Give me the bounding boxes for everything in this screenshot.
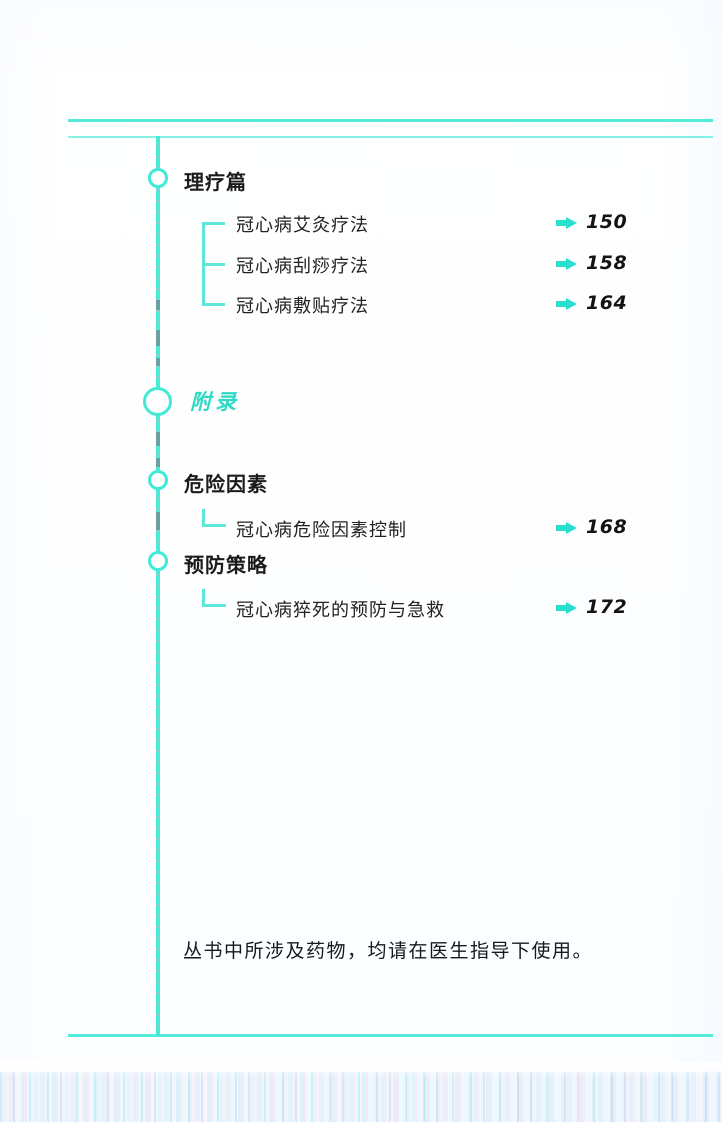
section-title-3: 预防策略: [184, 553, 268, 577]
spine-blot: [156, 512, 160, 530]
toc-entry-page: 150: [586, 211, 628, 233]
toc-entry-label[interactable]: 冠心病刮痧疗法: [236, 256, 369, 277]
toc-entry-label[interactable]: 冠心病危险因素控制: [236, 520, 407, 541]
right-arrow-icon: [556, 298, 578, 310]
spine-blot: [156, 432, 160, 446]
right-arrow-icon: [556, 522, 578, 534]
section-node-3[interactable]: [148, 551, 168, 571]
spine-blot: [156, 330, 160, 346]
toc-entry-page: 172: [586, 596, 628, 618]
scan-artifact-streaks: [0, 1072, 722, 1122]
right-arrow-icon: [556, 258, 578, 270]
scan-artifact-band: [0, 1072, 722, 1122]
tree-branch-icon: [202, 222, 225, 225]
section-title-2: 危险因素: [184, 472, 268, 496]
bottom-rule: [68, 1034, 713, 1037]
tree-branch-icon: [202, 303, 225, 306]
spine-blot: [156, 458, 160, 467]
toc-entry-label[interactable]: 冠心病艾灸疗法: [236, 215, 369, 236]
section-title-1: 附录: [190, 389, 240, 414]
top-rule-lower: [68, 136, 713, 138]
section-node-2[interactable]: [148, 470, 168, 490]
spine-blot: [156, 358, 160, 366]
toc-entry-label[interactable]: 冠心病敷贴疗法: [236, 296, 369, 317]
tree-branch-icon: [202, 263, 225, 266]
section-node-0[interactable]: [148, 168, 168, 188]
right-arrow-icon: [556, 217, 578, 229]
right-arrow-icon: [556, 602, 578, 614]
footer-note: 丛书中所涉及药物，均请在医生指导下使用。: [183, 940, 594, 962]
scan-artifact-fade: [0, 1062, 722, 1078]
tree-branch-icon: [202, 509, 226, 527]
tree-branch-icon: [202, 589, 226, 607]
toc-entry-page: 158: [586, 252, 628, 274]
top-rule-upper: [68, 119, 713, 122]
timeline-spine: [156, 136, 160, 1036]
toc-entry-page: 164: [586, 292, 628, 314]
section-node-1[interactable]: [143, 387, 172, 416]
section-title-0: 理疗篇: [184, 170, 247, 194]
spine-blot: [156, 300, 160, 310]
toc-entry-label[interactable]: 冠心病猝死的预防与急救: [236, 600, 445, 621]
toc-entry-page: 168: [586, 516, 628, 538]
